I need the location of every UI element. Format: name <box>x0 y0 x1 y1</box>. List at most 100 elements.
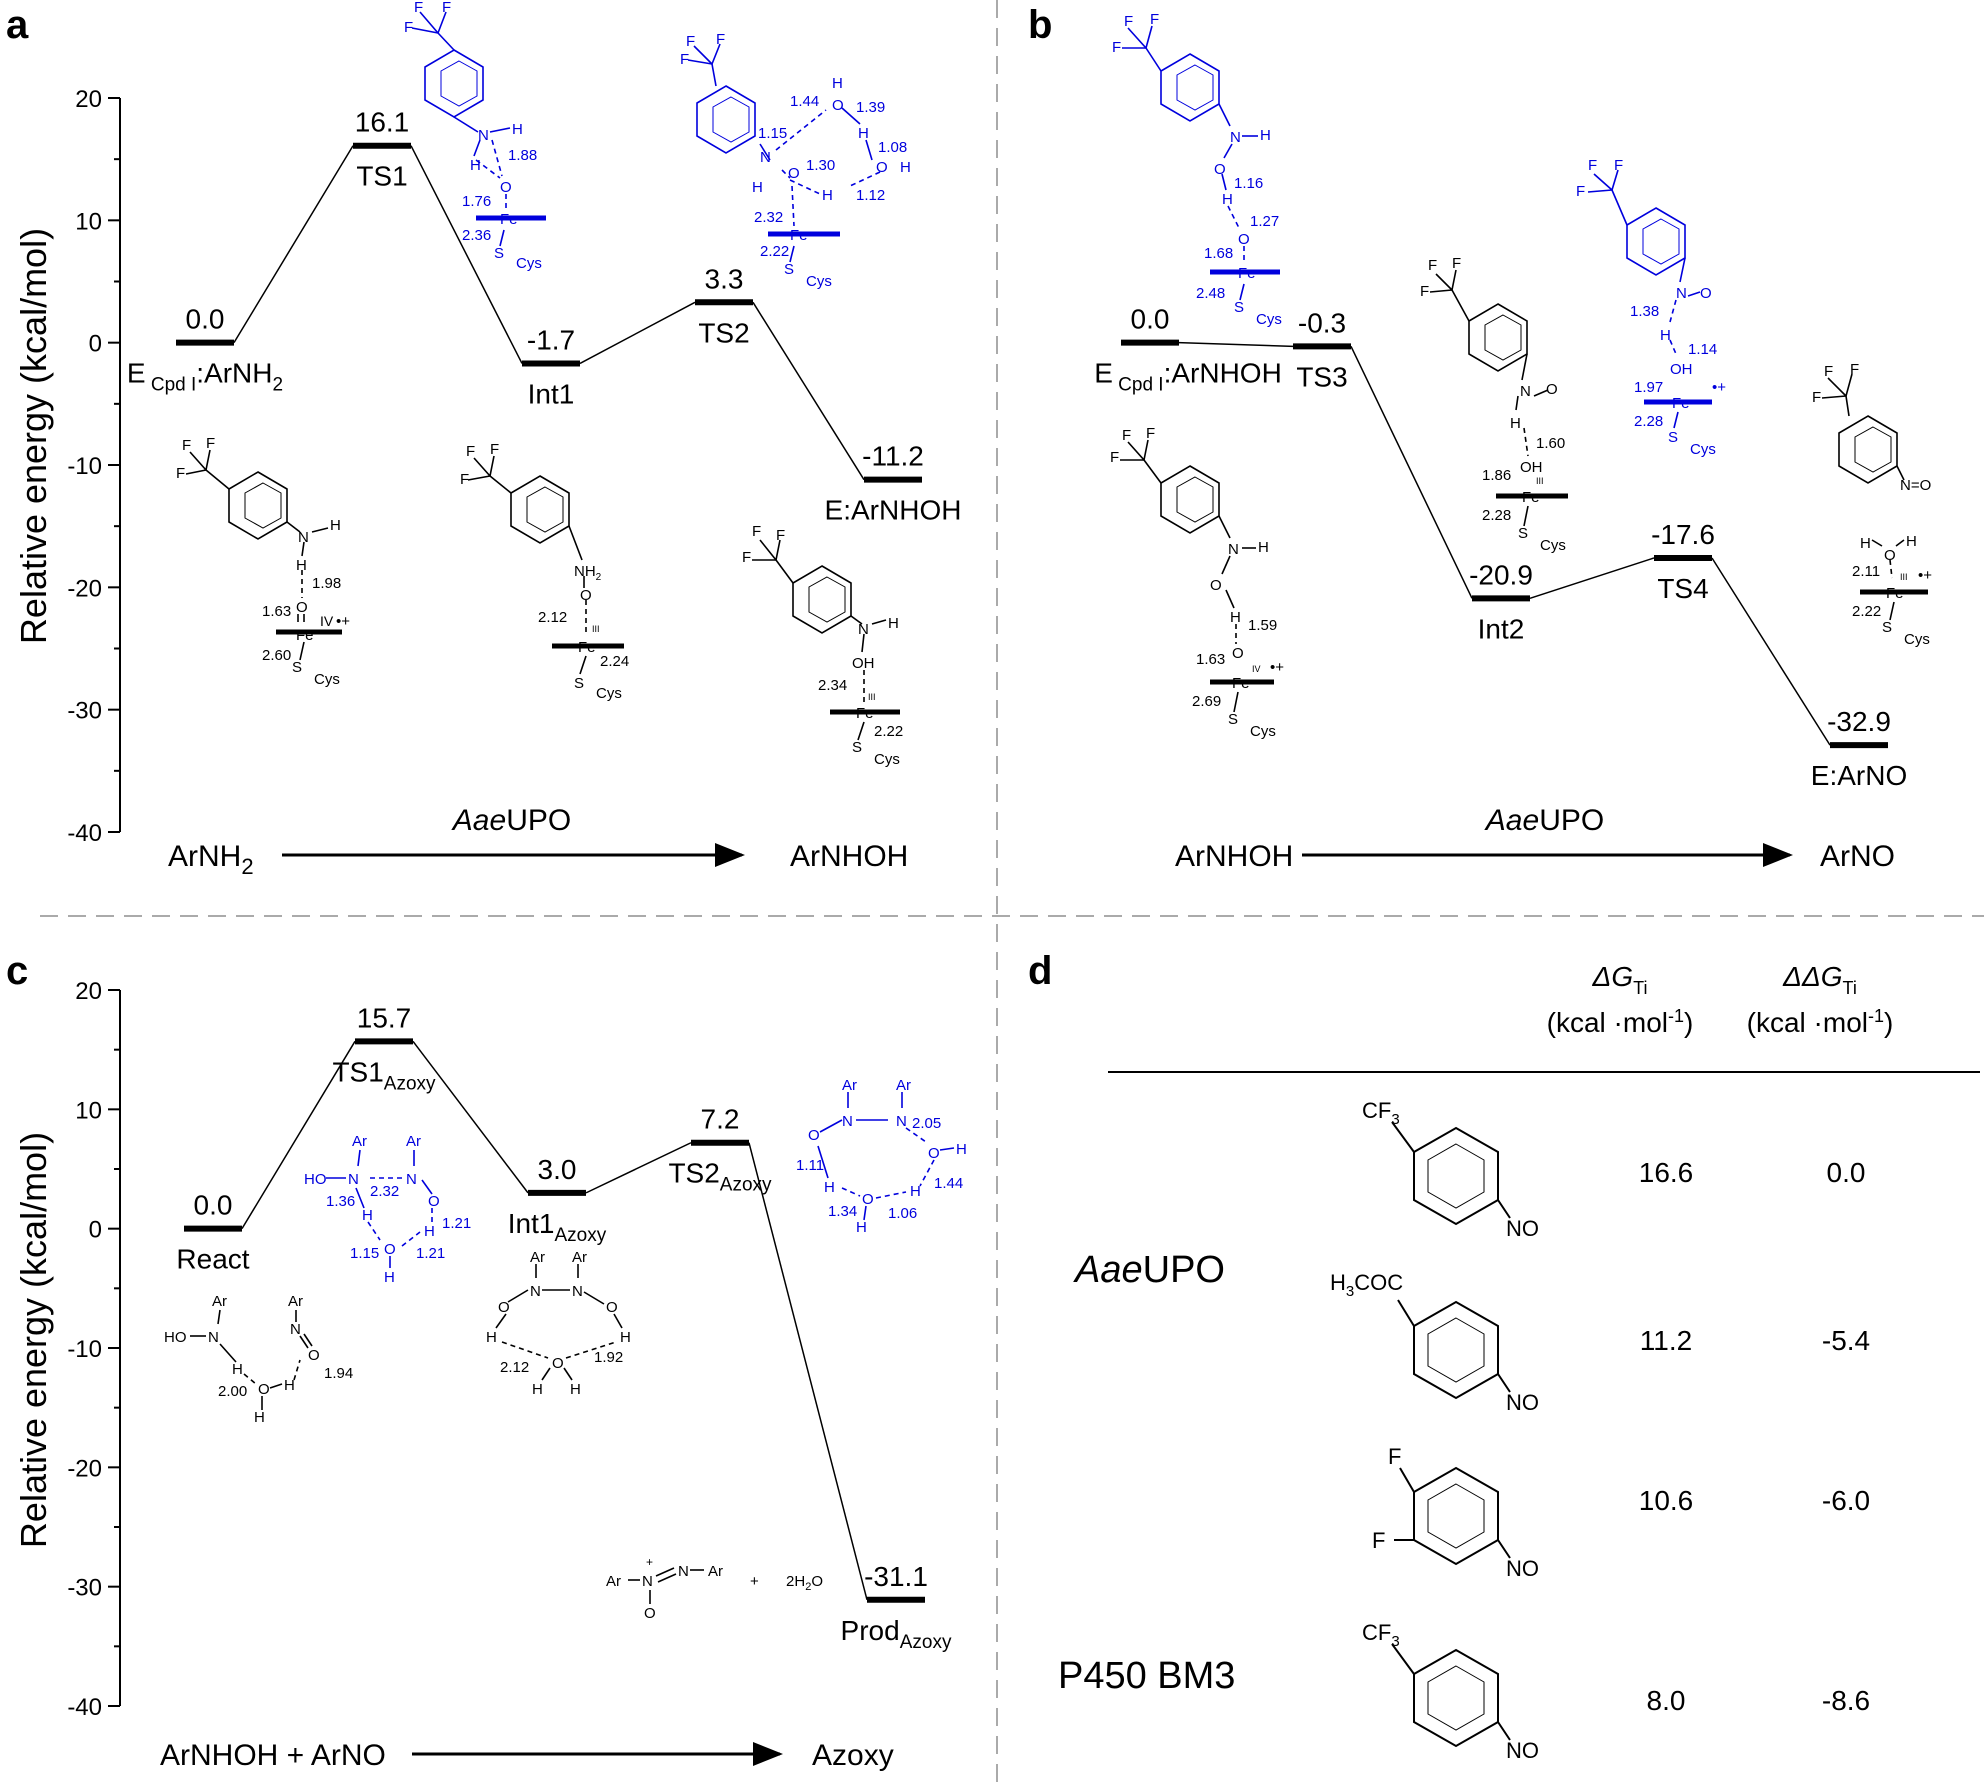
react-c-h1: H <box>232 1361 243 1378</box>
ts1-azoxy-d1: 2.32 <box>370 1183 399 1200</box>
enzyme-label-a: AaeUPO <box>451 804 571 837</box>
int1-s: S <box>574 675 584 692</box>
ts3-f3: F <box>1124 13 1133 30</box>
prod-b-o: O <box>1884 547 1896 564</box>
int1-f2: F <box>490 441 499 458</box>
profile-connector <box>752 301 865 481</box>
int1-azoxy-d1: 2.12 <box>500 1359 529 1376</box>
profile-connector <box>410 145 523 364</box>
profile-connector <box>241 1040 356 1230</box>
react-c-n1: N <box>208 1329 219 1346</box>
energy-value-label: 16.1 <box>355 107 410 138</box>
react-b-o2: O <box>1232 645 1244 662</box>
prod-a-d2: 2.22 <box>874 723 903 740</box>
substrate-cf3-2-label: CF3 <box>1362 1620 1400 1650</box>
column-header-dg: ΔGTi <box>1592 961 1648 998</box>
int1-fe: Fe <box>578 639 596 656</box>
energy-value-label: 3.0 <box>538 1154 577 1185</box>
ts3-o2: O <box>1238 231 1250 248</box>
ts2-cys: Cys <box>806 273 832 290</box>
profile-connector <box>412 1040 529 1194</box>
prod-azoxy-ar1: Ar <box>606 1573 621 1590</box>
react-a-f3: F <box>182 437 191 454</box>
profile-connector <box>1529 557 1655 600</box>
ts2-azoxy-d1: 2.05 <box>912 1115 941 1132</box>
prod-b-f1: F <box>1812 389 1821 406</box>
prod-azoxy-water: 2H2O <box>786 1573 823 1593</box>
react-b-cys: Cys <box>1250 723 1276 740</box>
state-label: TS3 <box>1296 361 1347 392</box>
ts4-rad: •+ <box>1712 379 1726 396</box>
react-a-o: O <box>296 599 308 616</box>
prod-azoxy-n2: N <box>678 1563 689 1580</box>
ts2-azoxy-h4: H <box>856 1219 867 1236</box>
reaction-end-b: ArNO <box>1820 840 1895 873</box>
panel-b-energy-diagram: 0.0E Cpd I:ArNHOH-0.3TS3-20.9Int2-17.6TS… <box>1094 11 1932 873</box>
dg-value-1: 16.6 <box>1639 1157 1694 1188</box>
ts2-s: S <box>784 261 794 278</box>
ts1-h: H <box>470 157 481 174</box>
int1-azoxy-h4: H <box>570 1381 581 1398</box>
panel-label-a: a <box>6 3 29 47</box>
prod-b-h1: H <box>1860 535 1871 552</box>
prod-b-nitroso: N=O <box>1900 477 1931 494</box>
ts2-azoxy-ar1: Ar <box>842 1077 857 1094</box>
int1-azoxy-o1: O <box>498 1299 510 1316</box>
ts4-o1: O <box>1700 285 1712 302</box>
prod-a-structure <box>752 539 900 741</box>
prod-azoxy-plus2: + <box>750 1573 759 1590</box>
ts1-cys: Cys <box>516 255 542 272</box>
dg-value-3: 10.6 <box>1639 1485 1694 1516</box>
prod-azoxy-ar2: Ar <box>708 1563 723 1580</box>
prod-b-h2: H <box>1906 533 1917 550</box>
ts2-d4: 1.30 <box>806 157 835 174</box>
int1-azoxy-h2: H <box>620 1329 631 1346</box>
ts3-fe: Fe <box>1238 265 1256 282</box>
ts2-nh-h: H <box>752 179 763 196</box>
react-b-d1: 1.59 <box>1248 617 1277 634</box>
state-label: E:ArNHOH <box>825 495 962 526</box>
prod-a-f1: F <box>742 549 751 566</box>
ts1-azoxy-structure <box>326 1149 433 1268</box>
column-header-ddg-unit: (kcal ·mol-1) <box>1747 1006 1894 1038</box>
int2-h: H <box>1510 415 1521 432</box>
ts3-s: S <box>1234 299 1244 316</box>
int1-o: O <box>580 587 592 604</box>
y-tick-label: -20 <box>67 1455 102 1482</box>
substrate-difluoro-f1: F <box>1388 1444 1401 1469</box>
ts2-d6: 1.12 <box>856 187 885 204</box>
state-label: React <box>176 1244 249 1275</box>
y-tick-label: -40 <box>67 820 102 847</box>
int1-structure <box>467 455 624 675</box>
ts4-f2: F <box>1614 157 1623 174</box>
energy-value-label: -11.2 <box>862 441 924 472</box>
substrate-cf3-1 <box>1391 1121 1511 1226</box>
energy-value-label: 15.7 <box>357 1002 412 1033</box>
react-b-rad: •+ <box>1270 659 1284 676</box>
int1-azoxy-o3: O <box>552 1355 564 1372</box>
react-a-d2: 1.63 <box>262 603 291 620</box>
ts1-d1: 1.88 <box>508 147 537 164</box>
ts3-d3: 1.68 <box>1204 245 1233 262</box>
prod-b-rad: •+ <box>1918 567 1932 584</box>
ts1-azoxy-d3: 1.21 <box>442 1215 471 1232</box>
ts4-s: S <box>1668 429 1678 446</box>
ts1-azoxy-h2: H <box>424 1223 435 1240</box>
energy-value-label: -20.9 <box>1469 559 1533 590</box>
ddg-value-1: 0.0 <box>1827 1157 1866 1188</box>
ts2-h2: H <box>832 75 843 92</box>
ts3-d2: 1.27 <box>1250 213 1279 230</box>
state-label: TS2Azoxy <box>668 1158 772 1196</box>
energy-value-label: 0.0 <box>186 304 225 335</box>
ts2-azoxy-n2: N <box>896 1113 907 1130</box>
int1-azoxy-ar2: Ar <box>572 1249 587 1266</box>
react-c-h3: H <box>254 1409 265 1426</box>
ts1-azoxy-h1: H <box>362 1207 373 1224</box>
energy-value-label: -17.6 <box>1651 519 1715 550</box>
ts2-d1: 1.44 <box>790 93 819 110</box>
ts1-azoxy-o1: O <box>428 1193 440 1210</box>
y-axis-label-c: Relative energy (kcal/mol) <box>13 1132 54 1548</box>
ts1-n: N <box>478 127 489 144</box>
ts1-structure <box>411 11 546 247</box>
